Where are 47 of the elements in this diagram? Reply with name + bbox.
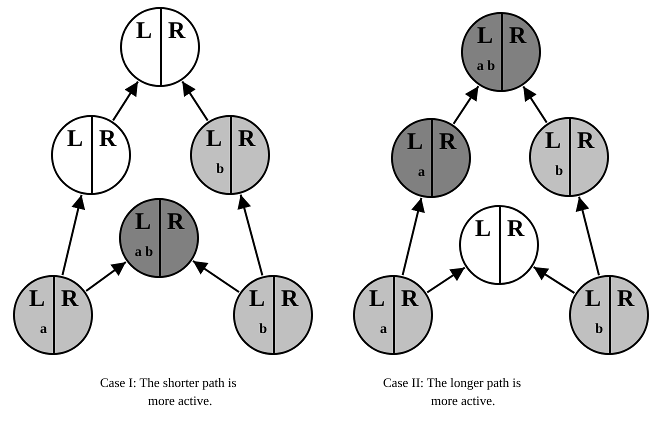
left-label: L [66,127,83,151]
case-caption: Case I: The shorter path is more active. [100,374,238,410]
left-label: L [206,127,222,151]
arrow [402,198,425,276]
left-label: L [134,210,151,234]
right-label: R [99,127,116,151]
arrow [192,260,240,293]
left-label: L [28,287,45,311]
variable-label: b [216,163,224,177]
right-label: R [439,130,456,154]
variable-label: b [595,323,603,337]
variable-label: b [259,323,267,337]
arrow [112,81,139,121]
left-label: L [248,287,265,311]
left-label: L [584,287,601,311]
case-caption: Case II: The longer path is more active. [383,374,522,410]
arrow [426,266,466,294]
right-label: R [238,127,256,151]
left-label: L [368,287,385,311]
arrow [62,194,86,276]
left-label: L [406,130,423,154]
variable-label: b [555,165,563,179]
variable-label: a [418,166,425,180]
arrow [452,86,480,124]
arrow [533,266,575,294]
left-label: L [544,129,561,153]
right-label: R [167,210,184,234]
arrow [86,261,126,292]
variable-label: a b [134,246,153,260]
right-label: R [509,24,526,48]
right-label: R [281,287,298,311]
arrow [181,80,209,122]
left-label: L [476,24,493,48]
arrow [522,86,548,124]
right-label: R [401,287,418,311]
arrow [238,194,264,276]
variable-label: a [40,323,47,337]
right-label: R [507,217,524,241]
arrow [576,196,600,276]
right-label: R [577,129,594,153]
left-label: L [136,19,152,43]
left-label: L [474,217,491,241]
right-label: R [617,287,634,311]
variable-label: a b [476,60,495,74]
right-label: R [61,287,78,311]
variable-label: a [380,323,387,337]
right-label: R [168,19,186,43]
